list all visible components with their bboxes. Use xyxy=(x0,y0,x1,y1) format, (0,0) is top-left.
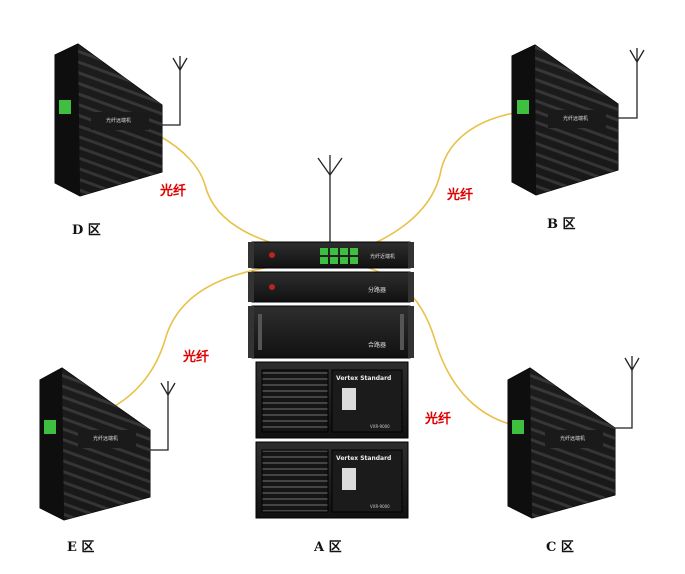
splitter-label: 分路器 xyxy=(368,286,386,294)
fiber-label-lower-left: 光纤 xyxy=(183,350,210,365)
repeater-brand: Vertex Standard xyxy=(336,375,391,382)
near-end-unit-label: 光纤近端机 xyxy=(370,253,395,260)
fiber-label-lower-right: 光纤 xyxy=(425,412,452,427)
remote-unit-d: 光纤远端机 xyxy=(54,43,188,197)
remote-unit-label: 光纤远端机 xyxy=(106,117,131,124)
zone-label-d: D 区 xyxy=(72,223,101,238)
remote-unit-label: 光纤远端机 xyxy=(563,115,588,122)
repeater-brand: Vertex Standard xyxy=(336,455,391,462)
antenna-icon xyxy=(618,48,645,119)
fiber-port xyxy=(512,420,524,434)
remote-unit-b: 光纤远端机 xyxy=(511,44,645,196)
repeater-model: VXR-9000 xyxy=(370,504,390,509)
fiber-port xyxy=(517,100,529,114)
zone-label-e: E 区 xyxy=(67,540,95,555)
antenna-icon xyxy=(162,56,188,126)
antenna-icon xyxy=(150,381,176,451)
central-rack-a: 光纤近端机 分路器 合路器 Vertex Standard VXR-9000 V… xyxy=(248,155,414,519)
fiber-b-to-a xyxy=(344,111,521,256)
zone-label-c: C 区 xyxy=(546,540,574,555)
antenna-icon xyxy=(615,356,640,429)
remote-unit-label: 光纤远端机 xyxy=(560,435,585,442)
fiber-label-upper-left: 光纤 xyxy=(160,184,187,199)
remote-unit-e: 光纤远端机 xyxy=(39,367,176,521)
fiber-label-upper-right: 光纤 xyxy=(447,188,474,203)
antenna-icon xyxy=(317,155,343,245)
zone-label-b: B 区 xyxy=(547,217,576,232)
zone-label-a: A 区 xyxy=(314,540,342,555)
fiber-port-array xyxy=(320,248,358,264)
fiber-port xyxy=(44,420,56,434)
combiner-label: 合路器 xyxy=(368,341,386,349)
remote-unit-label: 光纤远端机 xyxy=(93,435,118,442)
remote-unit-c: 光纤远端机 xyxy=(507,356,640,519)
fiber-port xyxy=(59,100,71,114)
repeater-model: VXR-9000 xyxy=(370,424,390,429)
